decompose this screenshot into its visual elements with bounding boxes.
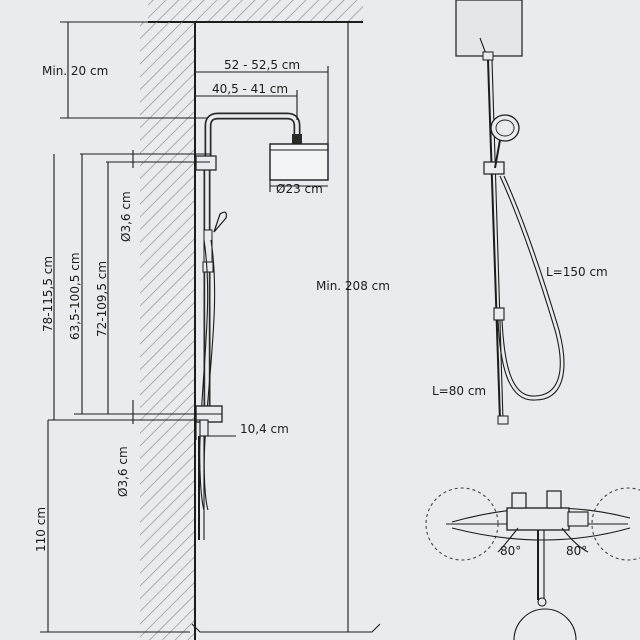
head-joint [292,134,302,144]
label-angle-right: 80° [566,544,587,558]
rail-bottom-cap [497,415,509,425]
floor-outline [191,623,381,633]
label-total-min: Min. 208 cm [316,279,390,293]
spout-end [537,597,547,607]
label-floor-height: 110 cm [34,507,48,552]
label-head-reach: 52 - 52,5 cm [224,58,300,72]
wall-hatch [140,22,195,640]
angle-arc-left [497,527,519,553]
label-bracket-diameter-bottom: Ø3,6 cm [116,446,130,497]
ceiling-hatch [148,0,363,22]
dimension-labels: Min. 20 cm 52 - 52,5 cm 40,5 - 41 cm Ø23… [34,58,390,552]
shower-hose-outer [497,175,565,401]
label-min-top: Min. 20 cm [42,64,108,78]
label-arm-reach: 40,5 - 41 cm [212,82,288,96]
rain-shower-head [269,143,329,181]
label-height-range-3: 72-109,5 cm [95,261,109,337]
shower-arm-inner [206,114,299,162]
hand-shower-face [495,119,515,137]
mixer-spout [199,419,209,437]
box-bracket [479,37,487,55]
dimension-lines [40,21,363,633]
mixer-right-knob [546,490,562,509]
rail-slider [483,161,505,175]
handle-arc-right [451,527,631,541]
label-height-range-1: 78-115,5 cm [41,256,55,332]
mixer-outlet [567,511,589,527]
hand-shower-head [213,211,227,233]
shower-set-illustration [455,0,565,425]
label-bracket-diameter-top: Ø3,6 cm [119,191,133,242]
mixer-left-knob [511,492,527,509]
top-wall-bracket [195,155,217,171]
hose-connector [493,307,505,321]
hand-shower-head-right [490,114,520,142]
label-hose-length: L=150 cm [546,265,608,279]
slider-knob [202,261,214,273]
rail-top-cap [482,51,494,61]
label-rail-length: L=80 cm [432,384,486,398]
label-height-range-2: 63,5-100,5 cm [68,252,82,340]
wall [140,0,381,640]
spout-swing [513,608,577,640]
mixer-rotation-detail [425,487,640,640]
angle-labels: 80° 80° [500,544,587,558]
label-angle-left: 80° [500,544,521,558]
angle-arc-right [561,527,589,553]
right-handle-swing [591,487,640,561]
product-box [455,0,523,57]
hand-shower-handle [494,139,501,169]
shower-column [195,112,329,540]
shower-hose [499,175,561,397]
right-labels: L=150 cm L=80 cm [432,265,608,398]
mixer-body [506,507,570,531]
slide-rail [487,59,501,421]
label-head-diameter: Ø23 cm [276,182,323,196]
label-mixer-depth: 10,4 cm [240,422,289,436]
